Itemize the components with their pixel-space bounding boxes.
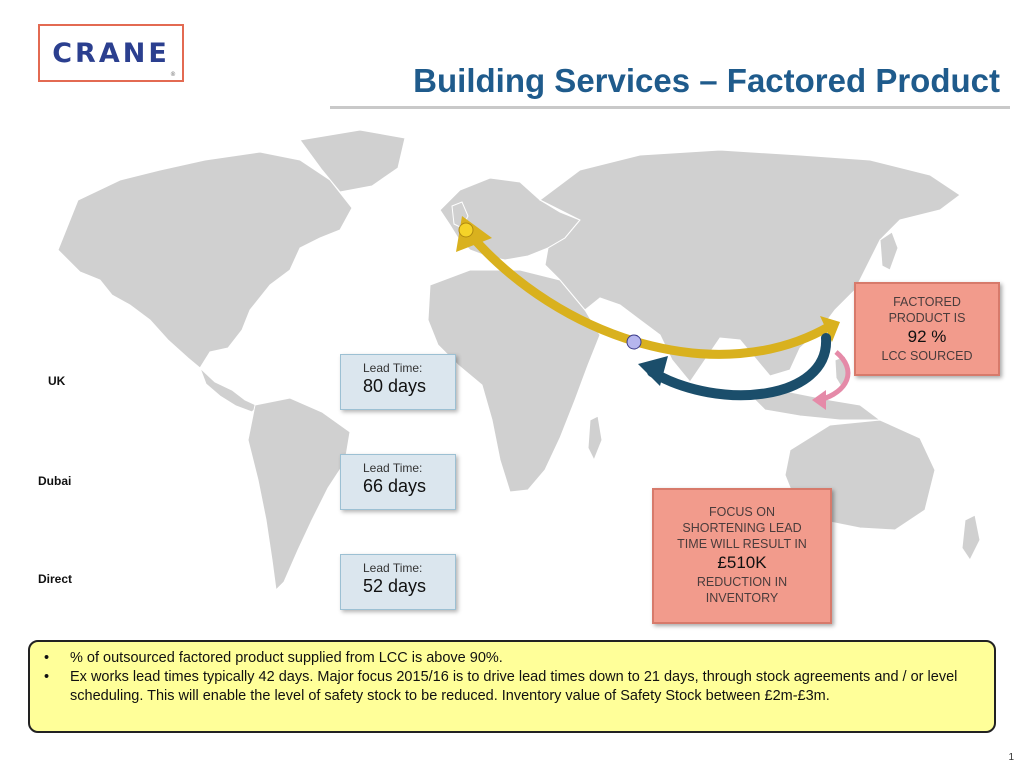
- page-number: 1: [1008, 752, 1014, 763]
- route-label-direct: Direct: [38, 572, 73, 586]
- callout-line: REDUCTION IN: [696, 575, 788, 589]
- lead-time-label: Lead Time:: [363, 461, 423, 475]
- focus-lead-time-callout: FOCUS ON SHORTENING LEAD TIME WILL RESUL…: [652, 488, 832, 624]
- dubai-route-arrowhead: [638, 356, 668, 386]
- callout-line: LCC SOURCED: [881, 349, 973, 363]
- callout-line: PRODUCT IS: [888, 311, 966, 325]
- callout-line: FACTORED: [893, 295, 961, 309]
- notes-box: % of outsourced factored product supplie…: [28, 640, 996, 733]
- lead-time-box-uk: Lead Time: 80 days: [340, 354, 456, 410]
- note-item: Ex works lead times typically 42 days. M…: [44, 668, 974, 706]
- logo-trademark: ®: [170, 71, 179, 78]
- lcc-sourced-callout: FACTORED PRODUCT IS 92 % LCC SOURCED: [854, 282, 1000, 376]
- callout-line: TIME WILL RESULT IN: [677, 537, 807, 551]
- central-america-landmass: [199, 367, 259, 413]
- lead-time-days: 66 days: [363, 476, 427, 496]
- lead-time-days: 80 days: [363, 376, 427, 396]
- direct-route-arrowhead: [812, 390, 826, 410]
- lead-time-label: Lead Time:: [363, 561, 423, 575]
- new-zealand-landmass: [961, 514, 981, 561]
- uk-route-arrow: [463, 227, 835, 359]
- route-label-uk: UK: [48, 374, 66, 388]
- inventory-reduction-value: £510K: [717, 553, 767, 572]
- south-america-landmass: [247, 397, 351, 592]
- title-divider: [330, 106, 1010, 109]
- route-label-dubai: Dubai: [38, 474, 72, 488]
- north-america-landmass: [57, 151, 353, 369]
- madagascar-landmass: [587, 415, 603, 462]
- dubai-destination-marker: [626, 334, 642, 350]
- dubai-route-arrow: [647, 333, 832, 401]
- direct-route-arrow: [819, 350, 851, 403]
- page-title: Building Services – Factored Product: [413, 62, 1000, 99]
- lcc-percentage: 92 %: [907, 327, 947, 346]
- callout-line: SHORTENING LEAD: [682, 521, 802, 535]
- crane-logo: CRANE ®: [38, 24, 184, 82]
- asia-landmass: [539, 149, 961, 383]
- notes-list: % of outsourced factored product supplie…: [44, 649, 974, 706]
- callout-line: FOCUS ON: [709, 505, 775, 519]
- logo-text: CRANE: [52, 37, 170, 69]
- japan-landmass: [879, 231, 899, 271]
- lead-time-days: 52 days: [363, 576, 427, 596]
- lead-time-label: Lead Time:: [363, 361, 423, 375]
- lead-time-box-dubai: Lead Time: 66 days: [340, 454, 456, 510]
- uk-destination-marker: [458, 222, 474, 238]
- world-map: [57, 129, 981, 592]
- note-item: % of outsourced factored product supplie…: [44, 649, 974, 668]
- callout-line: INVENTORY: [705, 591, 779, 605]
- greenland-landmass: [299, 129, 406, 193]
- lead-time-box-direct: Lead Time: 52 days: [340, 554, 456, 610]
- uk-route-arrowtail: [820, 316, 840, 342]
